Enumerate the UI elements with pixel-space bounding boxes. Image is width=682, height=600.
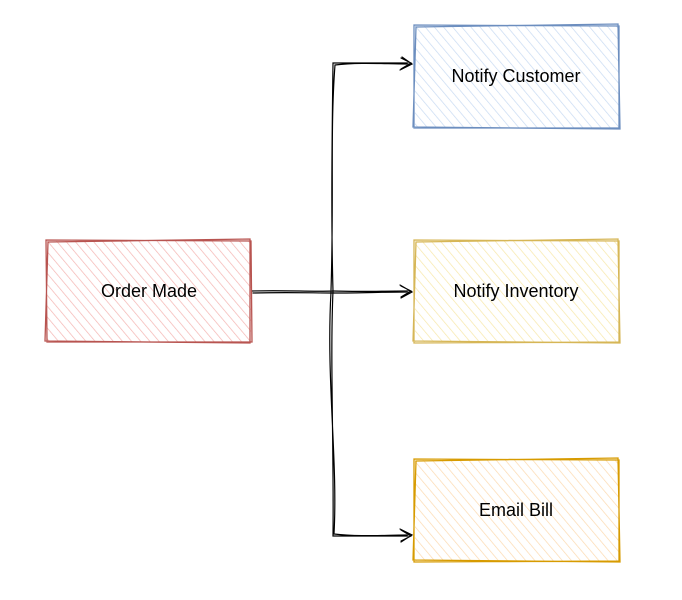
node-email-bill[interactable]: Email Bill xyxy=(412,457,621,563)
node-email-bill-label: Email Bill xyxy=(479,500,553,520)
node-notify-customer[interactable]: Notify Customer xyxy=(412,23,621,130)
edge-to-email-bill xyxy=(329,290,409,537)
node-order-made[interactable]: Order Made xyxy=(44,238,253,344)
node-email-bill-border xyxy=(412,457,621,563)
connectors xyxy=(251,56,414,543)
node-notify-inventory-border xyxy=(412,238,621,344)
node-notify-customer-label: Notify Customer xyxy=(451,66,580,86)
node-notify-inventory[interactable]: Notify Inventory xyxy=(412,238,621,344)
edge-to-notify-inventory xyxy=(332,290,409,294)
node-order-made-label: Order Made xyxy=(101,281,197,301)
arrowhead-notify-inventory xyxy=(399,284,414,299)
edge-trunk xyxy=(251,290,335,294)
node-notify-inventory-label: Notify Inventory xyxy=(453,281,578,301)
edge-to-notify-customer xyxy=(330,62,409,292)
arrowhead-notify-customer xyxy=(399,56,414,71)
arrowhead-email-bill xyxy=(399,528,414,543)
node-notify-customer-border xyxy=(412,23,621,130)
node-order-made-border xyxy=(44,238,253,344)
